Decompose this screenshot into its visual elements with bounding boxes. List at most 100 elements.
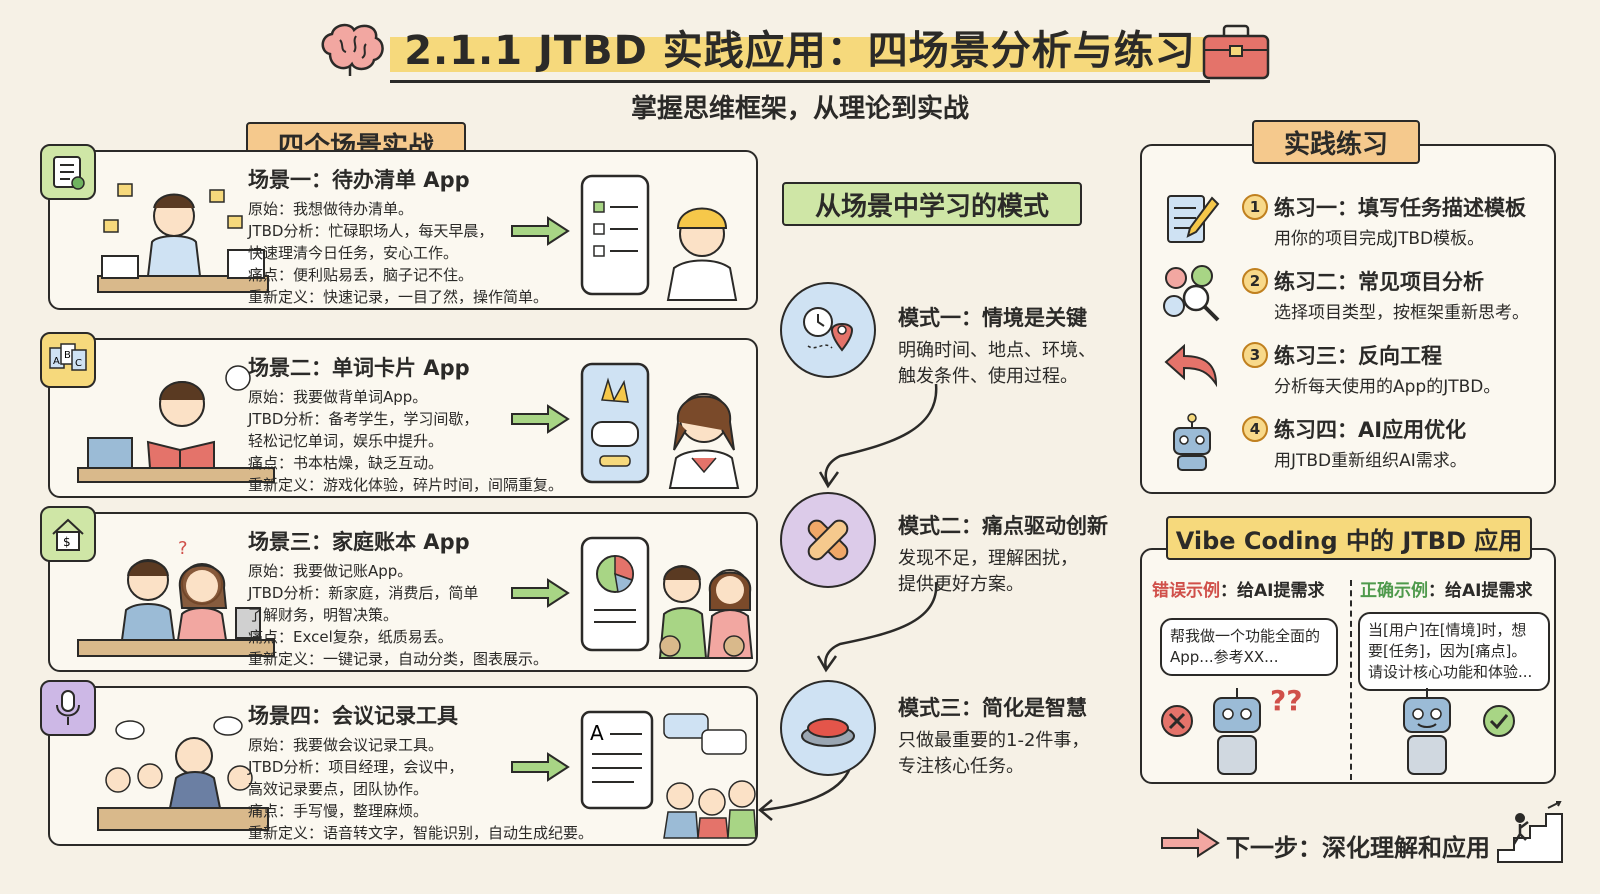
exercise-2: 2 练习二：常见项目分析 选择项目类型，按框架重新思考。	[1162, 264, 1552, 328]
patterns-banner: 从场景中学习的模式	[782, 182, 1082, 226]
student-reading-illustration	[77, 364, 275, 488]
document-pencil-icon	[1162, 190, 1222, 250]
health-search-icon	[1162, 264, 1222, 324]
scene-title: 场景三：家庭账本 App	[248, 530, 470, 554]
next-step[interactable]: 下一步：深化理解和应用	[1160, 801, 1580, 868]
return-arrow-icon	[1162, 338, 1222, 398]
stairs-climber-icon	[1496, 800, 1566, 864]
bubble-line: 当[用户]在[情境]时，想	[1368, 621, 1527, 639]
scene-line: JTBD分析：备考学生，学习间歇，	[248, 410, 479, 428]
button-icon	[780, 680, 876, 776]
scene-line: 重新定义：快速记录，一目了然，操作简单。	[248, 288, 549, 306]
pattern-3: 模式三：简化是智慧 只做最重要的1-2件事， 专注核心任务。	[898, 692, 1089, 780]
pattern-2: 模式二：痛点驱动创新 发现不足，理解困扰， 提供更好方案。	[898, 510, 1108, 598]
scene-line: 原始：我要做背单词App。	[248, 388, 428, 406]
wrong-speech-bubble: 帮我做一个功能全面的 App...参考XX...	[1160, 618, 1338, 676]
brain-icon	[316, 20, 388, 76]
right-label-suffix: ：给AI提需求	[1428, 581, 1533, 601]
green-arrow-icon	[510, 404, 570, 434]
pattern-title: 模式二：痛点驱动创新	[898, 514, 1108, 538]
next-step-label: 下一步：深化理解和应用	[1226, 834, 1490, 862]
pattern-flow-arrows	[758, 383, 938, 821]
scene-line: 痛点：书本枯燥，缺乏互动。	[248, 454, 444, 472]
vibe-divider	[1350, 580, 1352, 780]
scene-line: 痛点：手写慢，整理麻烦。	[248, 802, 429, 820]
exercise-number: 2	[1242, 268, 1268, 294]
budget-app-phone-illustration	[578, 534, 758, 664]
svg-text:A: A	[590, 721, 604, 745]
svg-text:C: C	[75, 358, 82, 369]
exercise-title: 练习二：常见项目分析	[1274, 270, 1484, 294]
exercise-number: 4	[1242, 416, 1268, 442]
exercise-4: 4 练习四：AI应用优化 用JTBD重新组织AI需求。	[1162, 412, 1552, 476]
scene-line: 原始：我想做待办清单。	[248, 200, 414, 218]
exercise-number: 3	[1242, 342, 1268, 368]
clock-location-icon	[780, 282, 876, 378]
microphone-icon	[40, 680, 96, 736]
scene-text-1: 场景一：待办清单 App 原始：我想做待办清单。 JTBD分析：忙碌职场人，每天…	[248, 164, 588, 308]
svg-text:$: $	[63, 535, 71, 549]
vibe-coding-panel: 错误示例：给AI提需求 正确示例：给AI提需求 帮我做一个功能全面的 App..…	[1140, 548, 1556, 784]
pink-arrow-icon	[1160, 828, 1220, 858]
question-marks: ??	[1270, 684, 1303, 717]
scene-line: 痛点：便利贴易丢，脑子记不住。	[248, 266, 474, 284]
question-mark: ?	[178, 538, 188, 559]
exercise-desc: 用你的项目完成JTBD模板。	[1274, 229, 1485, 249]
wrong-example-label: 错误示例：给AI提需求	[1152, 576, 1324, 601]
exercise-title: 练习三：反向工程	[1274, 344, 1442, 368]
vibe-banner-label: Vibe Coding 中的 JTBD 应用	[1175, 526, 1523, 555]
pattern-line: 提供更好方案。	[898, 574, 1024, 595]
scene-card-4: 场景四：会议记录工具 原始：我要做会议记录工具。 JTBD分析：项目经理，会议中…	[40, 680, 758, 846]
scene-line: 轻松记忆单词，娱乐中提升。	[248, 432, 444, 450]
pattern-line: 明确时间、地点、环境、	[898, 340, 1096, 361]
bubble-line: 请设计核心功能和体验...	[1368, 663, 1533, 681]
exercise-3: 3 练习三：反向工程 分析每天使用的App的JTBD。	[1162, 338, 1552, 402]
happy-robot-icon	[1392, 686, 1462, 776]
scene-line: 原始：我要做会议记录工具。	[248, 736, 444, 754]
scene-card-1: 场景一：待办清单 App 原始：我想做待办清单。 JTBD分析：忙碌职场人，每天…	[40, 144, 758, 310]
page-title-wrap: 2.1.1 JTBD 实践应用：四场景分析与练习	[300, 13, 1300, 83]
wrong-label-suffix: ：给AI提需求	[1220, 581, 1325, 601]
pattern-1: 模式一：情境是关键 明确时间、地点、环境、 触发条件、使用过程。	[898, 302, 1096, 390]
exercise-desc: 选择项目类型，按框架重新思考。	[1274, 303, 1529, 323]
scene-title: 场景二：单词卡片 App	[248, 356, 470, 380]
scene-text-4: 场景四：会议记录工具 原始：我要做会议记录工具。 JTBD分析：项目经理，会议中…	[248, 700, 593, 844]
exercise-title: 练习四：AI应用优化	[1274, 418, 1467, 442]
stressed-worker-illustration	[78, 176, 274, 300]
bubble-line: 要[任务]，因为[痛点]。	[1368, 642, 1527, 660]
practice-banner-label: 实践练习	[1283, 129, 1388, 160]
wrong-label: 错误示例	[1152, 581, 1220, 601]
practice-banner: 实践练习	[1252, 120, 1420, 164]
scene-line: 高效记录要点，团队协作。	[248, 780, 429, 798]
scene-title: 场景一：待办清单 App	[248, 168, 470, 192]
pattern-line: 专注核心任务。	[898, 756, 1024, 777]
pattern-line: 触发条件、使用过程。	[898, 366, 1078, 387]
pattern-title: 模式三：简化是智慧	[898, 696, 1087, 720]
green-arrow-icon	[510, 216, 570, 246]
green-arrow-icon	[510, 578, 570, 608]
confused-robot-icon	[1202, 686, 1272, 776]
exercise-title: 练习一：填写任务描述模板	[1274, 196, 1526, 220]
scene-line: JTBD分析：忙碌职场人，每天早晨，	[248, 222, 494, 240]
wrong-x-icon	[1160, 704, 1194, 738]
exercise-1: 1 练习一：填写任务描述模板 用你的项目完成JTBD模板。	[1162, 190, 1552, 254]
bubble-line: App...参考XX...	[1170, 648, 1279, 666]
scene-card-3: $ ? 场景三：家庭账本 App 原始：我要做记账App。 JTBD分析：新家庭…	[40, 506, 758, 672]
right-example-label: 正确示例：给AI提需求	[1360, 576, 1532, 601]
svg-text:B: B	[64, 350, 71, 361]
vibe-banner: Vibe Coding 中的 JTBD 应用	[1166, 516, 1532, 560]
pattern-line: 只做最重要的1-2件事，	[898, 730, 1090, 751]
exercise-desc: 分析每天使用的App的JTBD。	[1274, 377, 1501, 397]
game-app-phone-illustration	[578, 360, 758, 490]
right-label: 正确示例	[1360, 581, 1428, 601]
exercise-number: 1	[1242, 194, 1268, 220]
scene-line: 痛点：Excel复杂，纸质易丢。	[248, 628, 453, 646]
bubble-line: 帮我做一个功能全面的	[1170, 627, 1321, 645]
toolbox-icon	[1196, 20, 1276, 84]
svg-text:A: A	[53, 356, 60, 367]
scene-line: 重新定义：游戏化体验，碎片时间，间隔重复。	[248, 476, 564, 494]
patterns-banner-label: 从场景中学习的模式	[814, 191, 1049, 222]
pattern-line: 发现不足，理解困扰，	[898, 548, 1078, 569]
